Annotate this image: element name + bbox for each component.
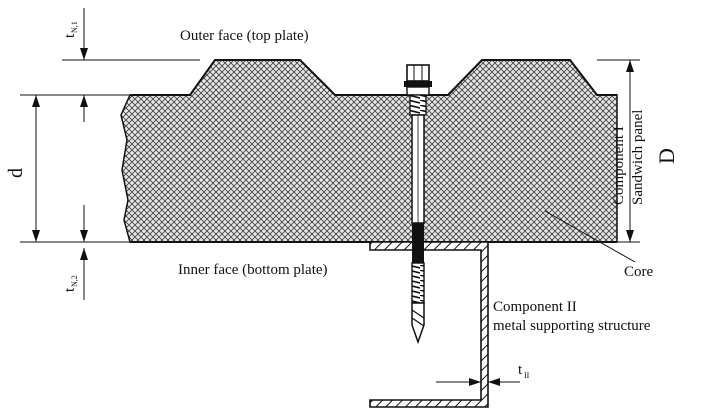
- component-2-label-line2: metal supporting structure: [493, 318, 651, 334]
- core-leader: [544, 210, 636, 263]
- d-label: d: [5, 168, 27, 178]
- dimension-tN2: [80, 205, 88, 300]
- tN1-label: t N,1: [62, 21, 79, 38]
- self-drilling-screw: [404, 64, 432, 345]
- tII-main: t: [518, 362, 523, 378]
- metal-supporting-structure: [369, 241, 489, 408]
- tN2-subscript: N,2: [70, 275, 79, 287]
- dimension-D: [626, 60, 634, 242]
- core-label: Core: [624, 264, 654, 280]
- tII-label: t II: [518, 362, 530, 380]
- outer-face-label: Outer face (top plate): [180, 28, 309, 44]
- dimension-tN1: [62, 8, 200, 122]
- outer-face-plate: [130, 59, 617, 96]
- tN1-subscript: N,1: [70, 21, 79, 33]
- tN2-main: t: [62, 287, 78, 292]
- component-1-label-line2: Sandwich panel: [630, 110, 646, 205]
- component-2-label-line1: Component II: [493, 299, 577, 315]
- component-1-label-line1: Component I: [611, 126, 627, 205]
- tN1-main: t: [62, 33, 78, 38]
- inner-face-label: Inner face (bottom plate): [178, 262, 328, 278]
- tII-subscript: II: [524, 371, 530, 380]
- dimension-d: [20, 94, 130, 243]
- tN2-label: t N,2: [62, 275, 79, 292]
- dimension-tII: [436, 378, 520, 386]
- D-label: D: [654, 148, 679, 164]
